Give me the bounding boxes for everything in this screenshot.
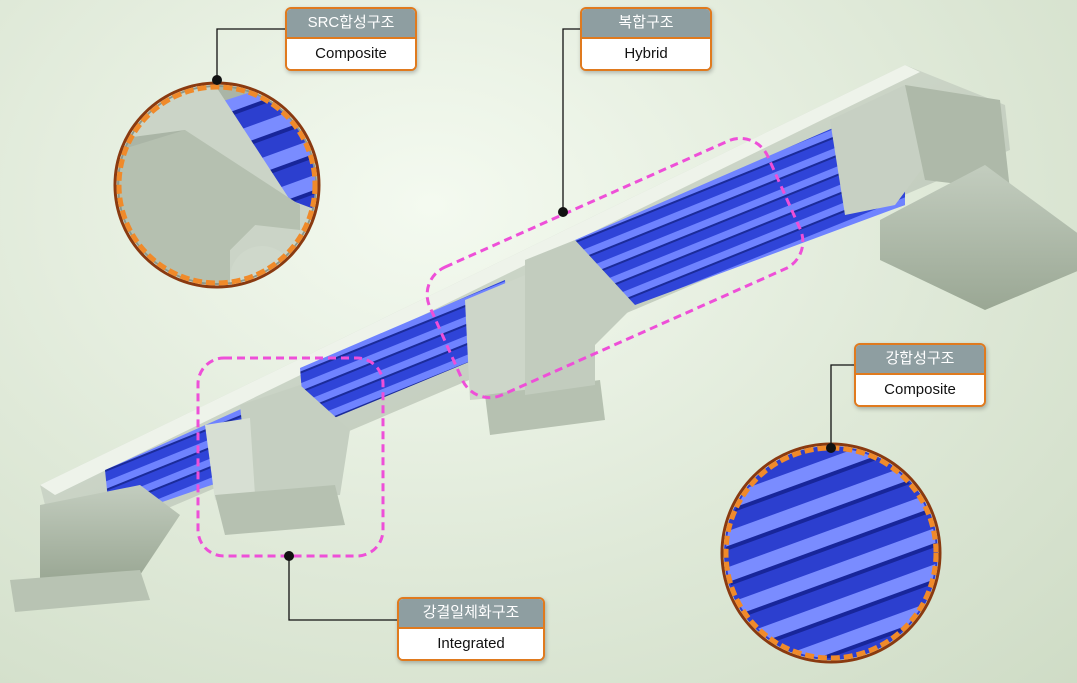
src-callout [113, 81, 321, 289]
integrated-label-english: Integrated [399, 627, 543, 659]
hybrid-label: 복합구조 Hybrid [580, 7, 712, 71]
left-abutment [10, 485, 180, 612]
hybrid-label-korean: 복합구조 [582, 9, 710, 37]
integrated-label-korean: 강결일체화구조 [399, 599, 543, 627]
integrated-highlight [196, 356, 385, 558]
integrated-label: 강결일체화구조 Integrated [397, 597, 545, 661]
steel-callout [720, 442, 942, 664]
integrated-pier [205, 385, 350, 535]
hybrid-pier-1 [465, 275, 605, 435]
girder-span-2 [300, 280, 510, 430]
right-abutment [830, 85, 1077, 310]
steel-composite-label: 강합성구조 Composite [854, 343, 986, 407]
leader-dots [212, 75, 836, 561]
src-composite-label: SRC합성구조 Composite [285, 7, 417, 71]
hybrid-pier-2 [525, 240, 635, 395]
hybrid-label-english: Hybrid [582, 37, 710, 69]
src-label-english: Composite [287, 37, 415, 69]
steel-label-english: Composite [856, 373, 984, 405]
leader-lines [216, 28, 856, 621]
hybrid-highlight [425, 136, 805, 400]
src-label-korean: SRC합성구조 [287, 9, 415, 37]
steel-label-korean: 강합성구조 [856, 345, 984, 373]
girder-span-3 [575, 125, 905, 305]
